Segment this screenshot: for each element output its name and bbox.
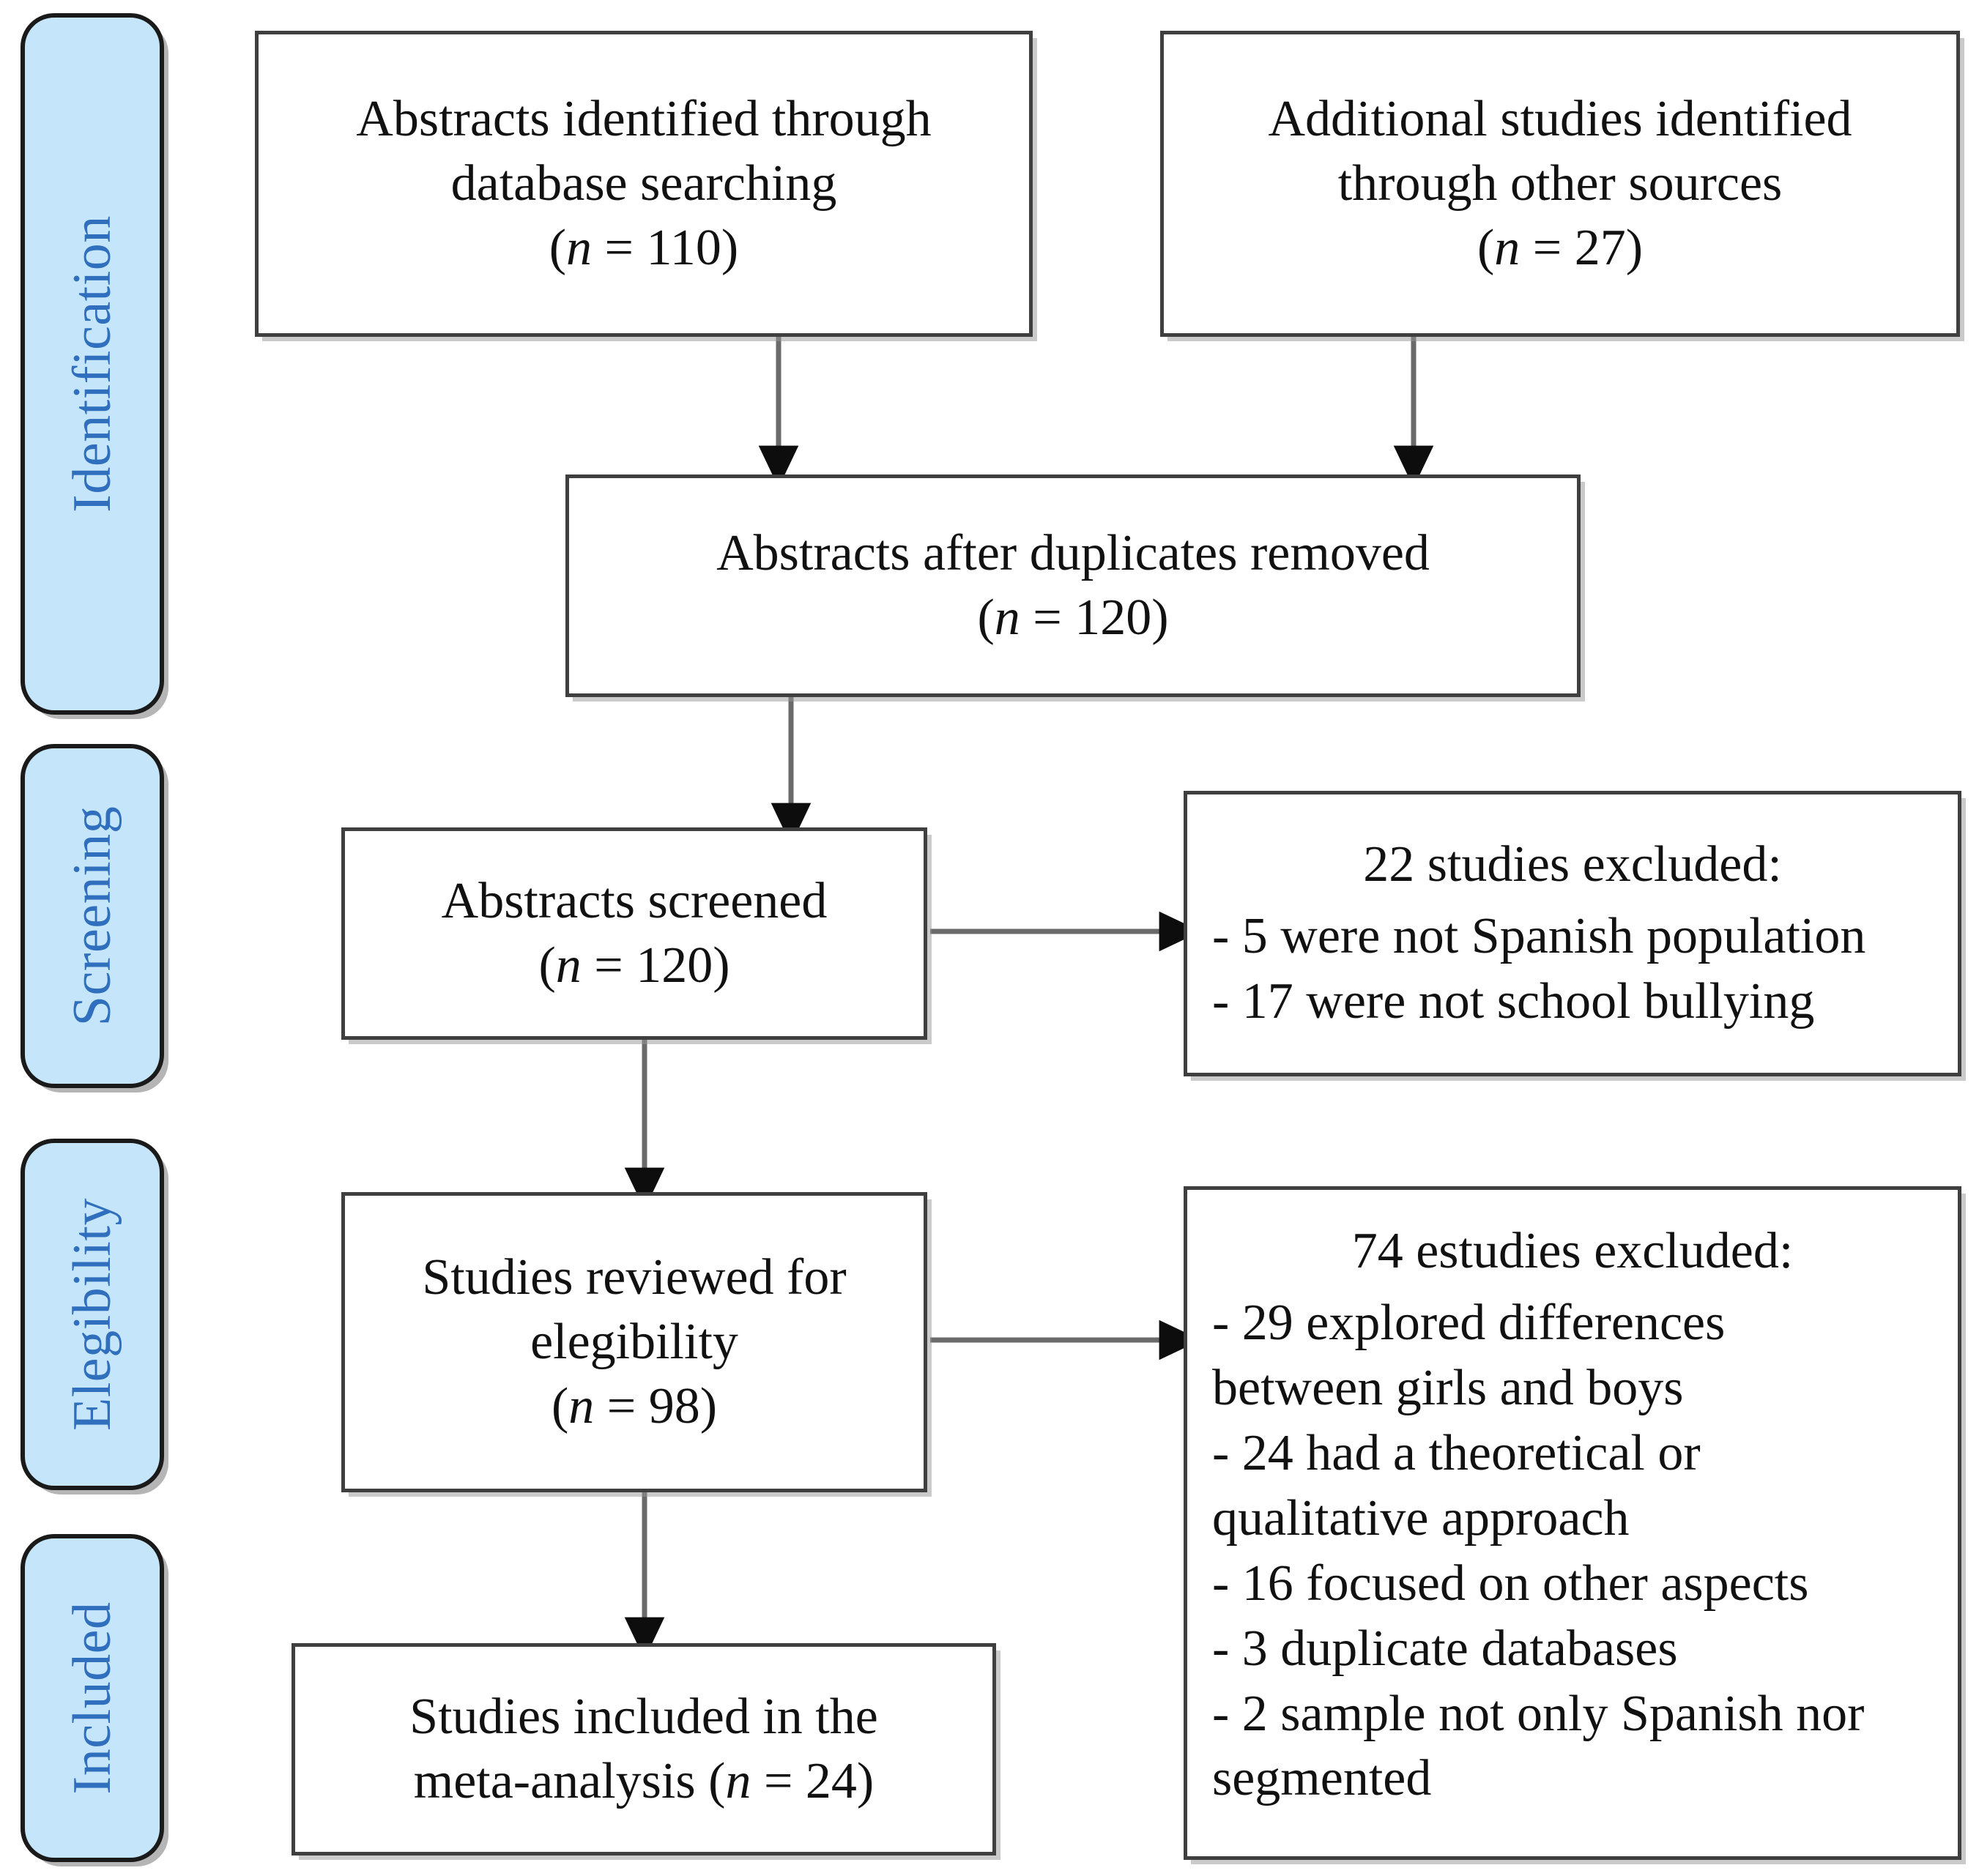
meta-analysis-label: meta-analysis (: [413, 1753, 726, 1809]
box-duplicates-removed-line1: Abstracts after duplicates removed: [716, 524, 1430, 581]
stage-pill-included: Included: [21, 1534, 164, 1862]
paren-open: (: [551, 1378, 569, 1435]
stage-pill-screening: Screening: [21, 744, 164, 1088]
stage-label-screening: Screening: [62, 805, 122, 1027]
box-eligibility-excluded-item-4: qualitative approach: [1212, 1489, 1630, 1546]
box-eligibility-excluded: 74 estudies excluded: - 29 explored diff…: [1184, 1186, 1961, 1860]
box-eligibility-excluded-item-6: - 3 duplicate databases: [1212, 1620, 1678, 1677]
stage-pill-elegibility: Elegibility: [21, 1139, 164, 1490]
box-screening-excluded-item-2: - 17 were not school bullying: [1212, 973, 1815, 1030]
box-screening-excluded: 22 studies excluded: - 5 were not Spanis…: [1184, 791, 1961, 1076]
n-symbol: n: [568, 1378, 595, 1435]
n-value: = 110): [592, 220, 739, 277]
box-screening-excluded-heading: 22 studies excluded:: [1363, 836, 1782, 893]
paren-open: (: [977, 589, 995, 646]
box-eligibility-excluded-item-3: - 24 had a theoretical or: [1212, 1424, 1701, 1481]
box-database-searching-line2: database searching: [450, 155, 837, 212]
stage-label-identification: Identification: [62, 215, 122, 513]
n-value: = 27): [1520, 220, 1644, 277]
box-eligibility-excluded-item-2: between girls and boys: [1212, 1360, 1684, 1417]
paren-open: (: [1477, 220, 1495, 277]
box-eligibility-excluded-item-7: - 2 sample not only Spanish nor: [1212, 1685, 1865, 1742]
box-database-searching-count: (n = 110): [259, 216, 1029, 280]
box-database-searching-line1: Abstracts identified through: [356, 90, 932, 147]
n-symbol: n: [725, 1753, 751, 1809]
stage-label-included: Included: [62, 1601, 122, 1795]
box-eligibility-excluded-item-8: segmented: [1212, 1750, 1432, 1807]
box-abstracts-screened-line1: Abstracts screened: [441, 872, 828, 929]
box-eligibility-excluded-heading: 74 estudies excluded:: [1351, 1223, 1794, 1279]
n-symbol: n: [555, 937, 582, 994]
box-studies-included-line1: Studies included in the: [409, 1688, 878, 1745]
paren-open: (: [549, 220, 567, 277]
box-other-sources-count: (n = 27): [1164, 216, 1956, 280]
box-studies-reviewed-count: (n = 98): [345, 1374, 924, 1439]
box-studies-reviewed-line1: Studies reviewed for: [422, 1248, 847, 1306]
box-abstracts-screened-count: (n = 120): [345, 934, 924, 998]
paren-open: (: [538, 937, 556, 994]
box-abstracts-screened: Abstracts screened (n = 120): [341, 827, 927, 1040]
box-studies-included-line2: meta-analysis (n = 24): [295, 1749, 992, 1814]
n-symbol: n: [994, 589, 1020, 646]
box-database-searching: Abstracts identified through database se…: [255, 31, 1033, 337]
box-duplicates-removed: Abstracts after duplicates removed (n = …: [565, 474, 1581, 697]
box-studies-reviewed-line2: elegibility: [530, 1313, 738, 1370]
stage-pill-identification: Identification: [21, 13, 164, 715]
box-screening-excluded-item-1: - 5 were not Spanish population: [1212, 908, 1866, 965]
box-other-sources: Additional studies identified through ot…: [1160, 31, 1960, 337]
n-symbol: n: [1494, 220, 1521, 277]
n-value: = 98): [594, 1378, 718, 1435]
box-studies-included: Studies included in the meta-analysis (n…: [292, 1643, 996, 1855]
box-other-sources-line1: Additional studies identified: [1268, 90, 1852, 147]
box-eligibility-excluded-item-1: - 29 explored differences: [1212, 1295, 1726, 1352]
n-value: = 120): [581, 937, 730, 994]
n-value: = 120): [1020, 589, 1169, 646]
box-studies-reviewed: Studies reviewed for elegibility (n = 98…: [341, 1192, 927, 1492]
box-duplicates-removed-count: (n = 120): [569, 586, 1577, 650]
box-other-sources-line2: through other sources: [1337, 155, 1783, 212]
n-value: = 24): [751, 1753, 875, 1809]
n-symbol: n: [566, 220, 593, 277]
stage-label-elegibility: Elegibility: [62, 1198, 122, 1431]
box-eligibility-excluded-item-5: - 16 focused on other aspects: [1212, 1555, 1809, 1612]
